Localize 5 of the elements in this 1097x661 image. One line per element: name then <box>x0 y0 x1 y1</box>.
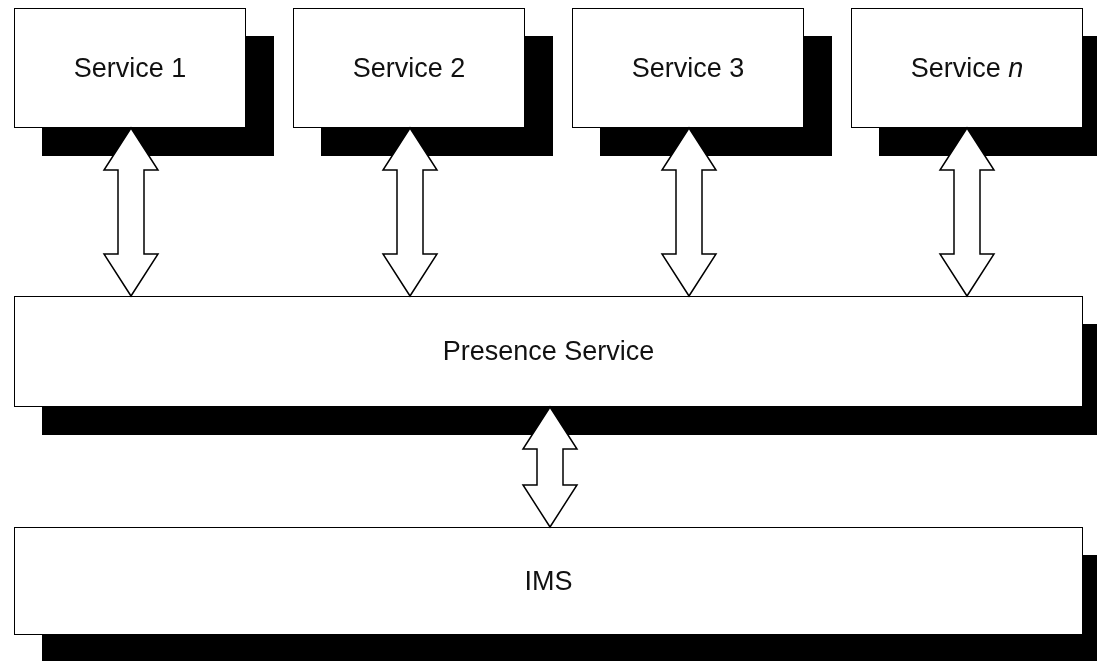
double-block-arrow <box>660 126 718 298</box>
double-block-arrow <box>938 126 996 298</box>
double-block-arrow <box>381 126 439 298</box>
double-block-arrow <box>102 126 160 298</box>
double-block-arrow <box>521 405 579 529</box>
